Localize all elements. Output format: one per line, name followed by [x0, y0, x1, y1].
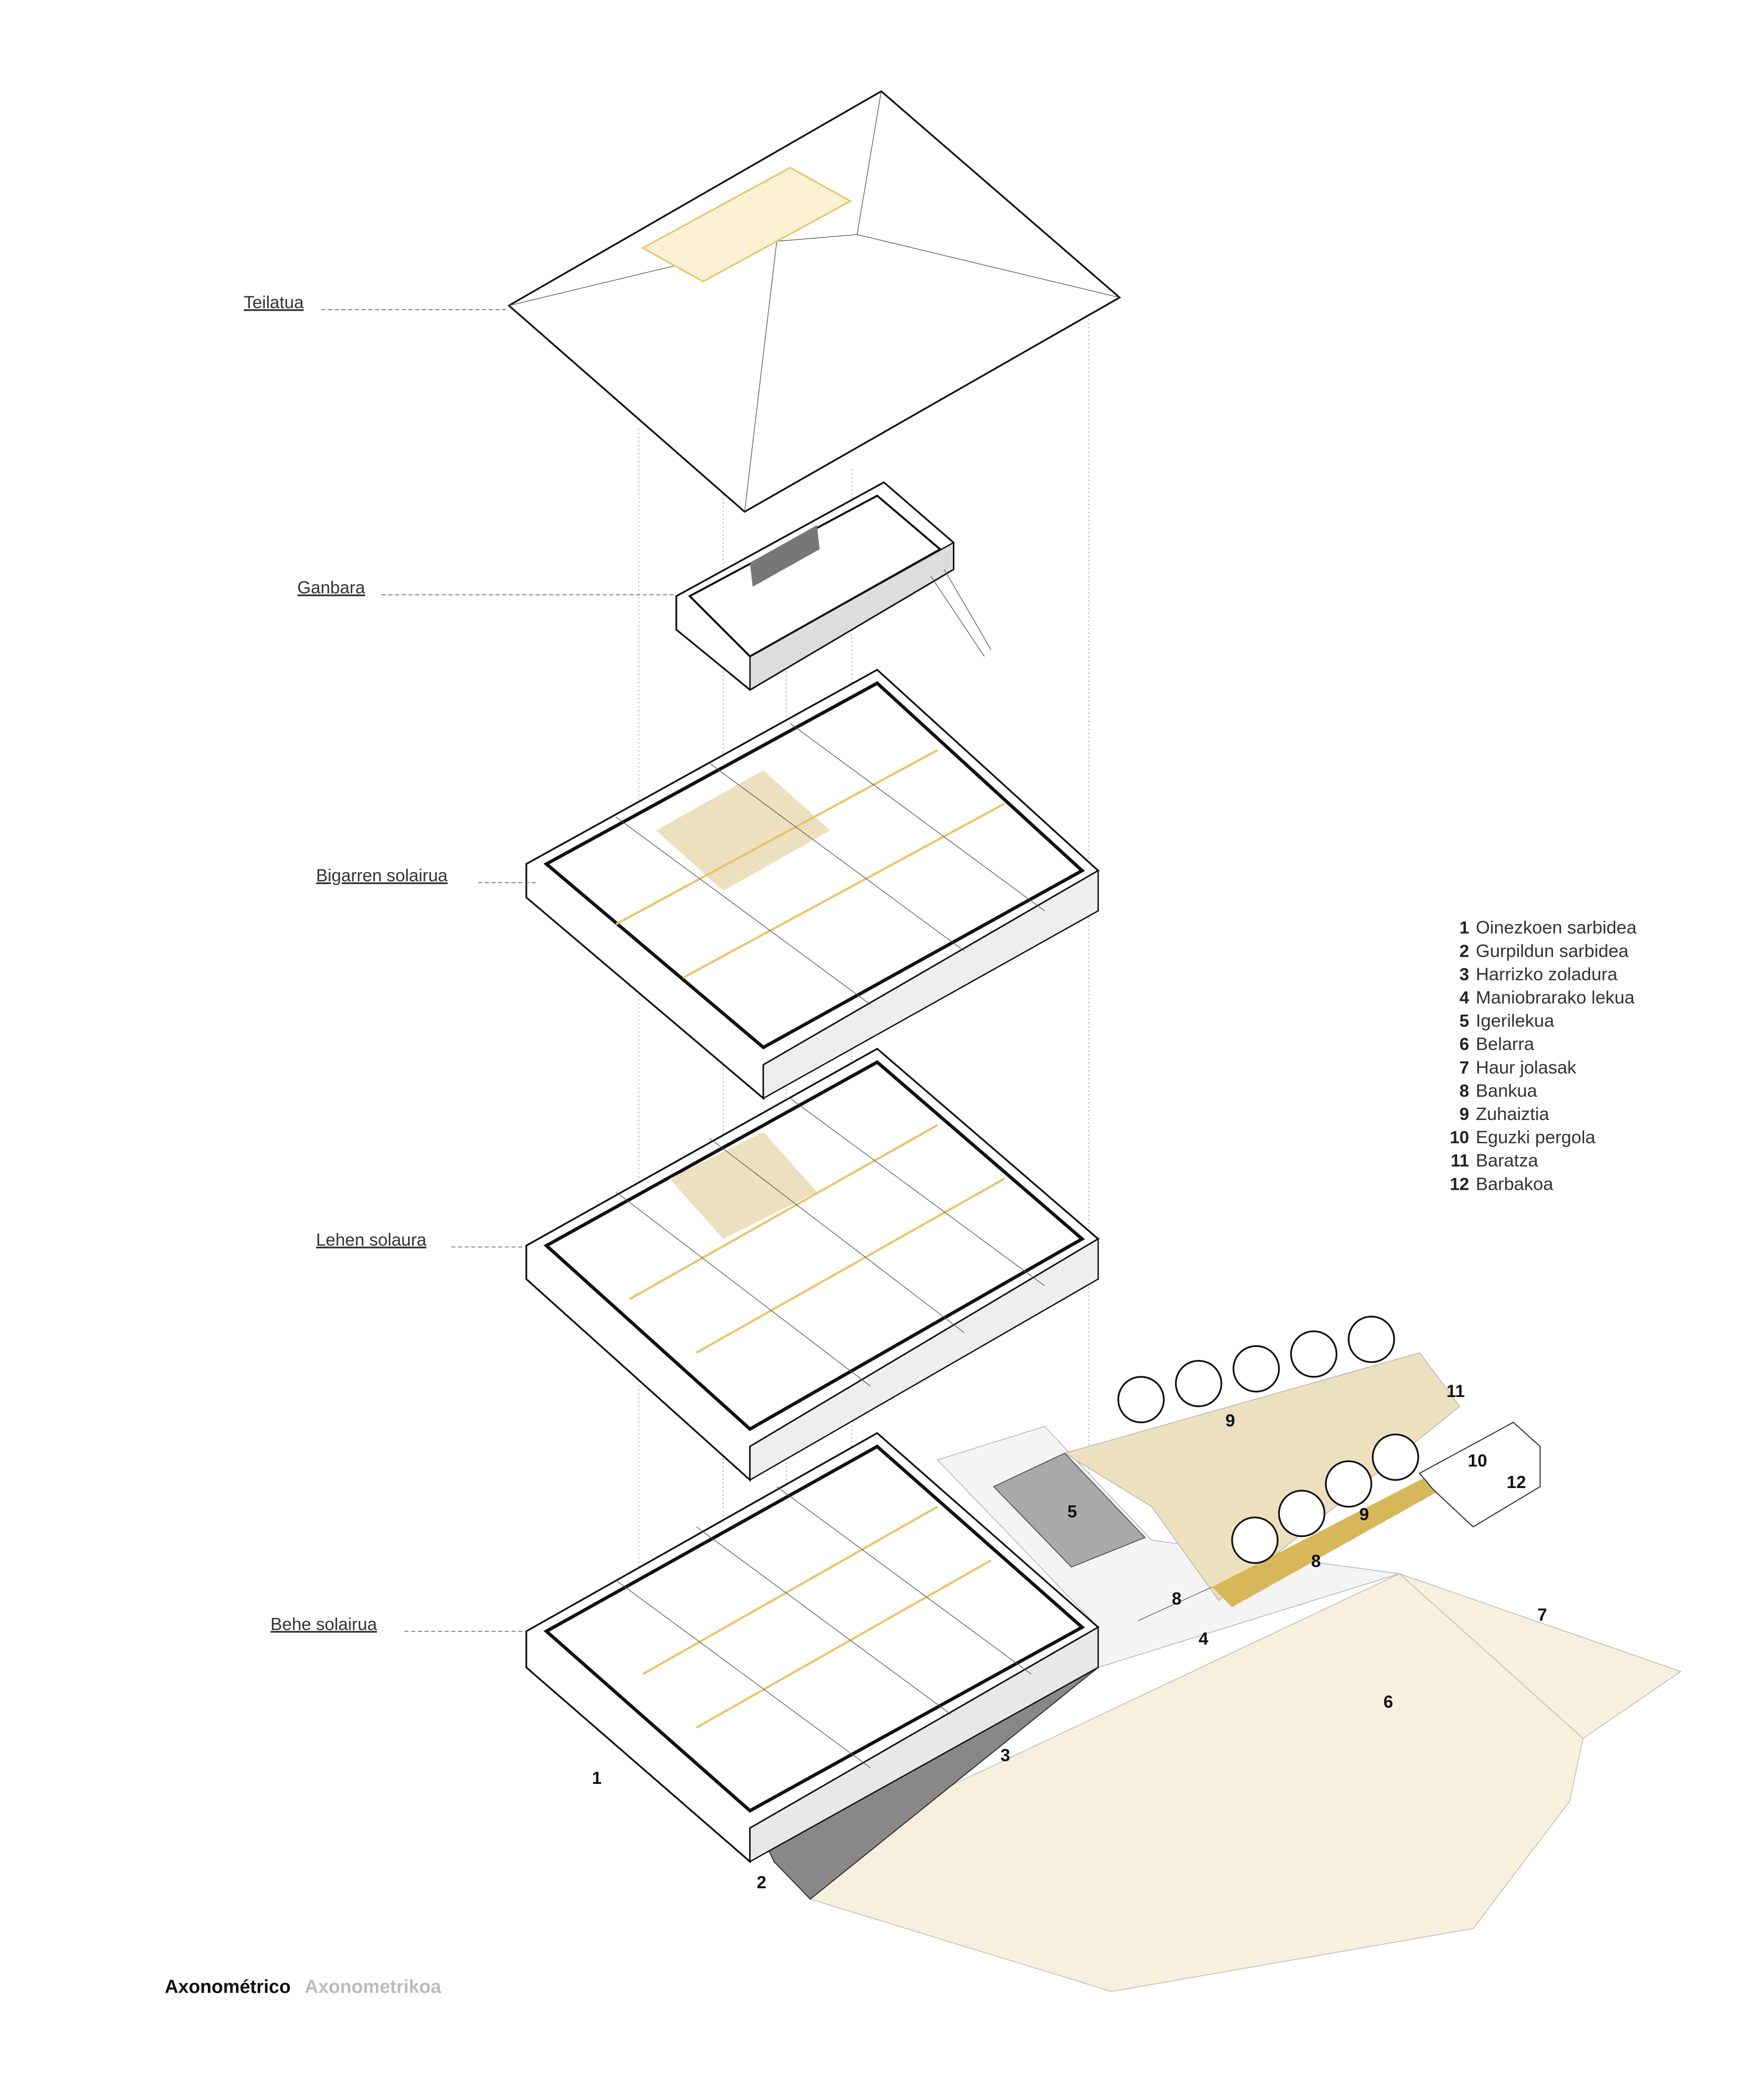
ground-floor	[525, 1432, 1100, 1864]
legend-number: 3	[1459, 965, 1469, 984]
legend-number: 8	[1459, 1081, 1469, 1101]
site-number: 10	[1468, 1451, 1487, 1471]
legend-label: Eguzki pergola	[1476, 1127, 1596, 1147]
site-number: 6	[1383, 1692, 1393, 1712]
site-number: 5	[1067, 1502, 1077, 1521]
level-label-attic: Ganbara	[297, 578, 365, 598]
playground-boundary	[1399, 1573, 1584, 1739]
level-label-roof: Teilatua	[244, 293, 304, 312]
level-label-second-floor: Bigarren solairua	[316, 866, 448, 886]
legend-number: 5	[1459, 1012, 1469, 1031]
legend-number: 11	[1451, 1151, 1469, 1170]
second-floor	[525, 668, 1100, 1100]
site-numbers: 1 2 3 4 5 6 7 8 8 9 9 10 11 12	[592, 1382, 1547, 1892]
legend-number: 1	[1459, 918, 1469, 937]
site-number: 8	[1172, 1589, 1182, 1608]
caption-secondary: Axonometrikoa	[305, 1976, 442, 1997]
site-number: 7	[1538, 1605, 1548, 1625]
bench-strip	[1212, 1473, 1447, 1607]
first-floor	[525, 1047, 1100, 1482]
legend-label: Harrizko zoladura	[1476, 964, 1618, 984]
site-number: 12	[1506, 1473, 1526, 1492]
site-number: 2	[756, 1873, 766, 1892]
legend-label: Igerilekua	[1476, 1011, 1554, 1031]
legend-label: Baratza	[1476, 1150, 1539, 1170]
site-number: 3	[1000, 1746, 1010, 1765]
pool	[992, 1452, 1146, 1568]
legend-label: Haur jolasak	[1476, 1057, 1577, 1077]
site-number: 4	[1199, 1630, 1209, 1649]
legend-number: 6	[1459, 1035, 1469, 1054]
attic	[675, 481, 991, 691]
site-number: 1	[592, 1769, 602, 1788]
site-plan	[756, 1315, 1682, 1992]
level-labels: Teilatua Ganbara Bigarren solairua Lehen…	[244, 293, 676, 1634]
skylight	[641, 166, 852, 282]
legend-label: Barbakoa	[1476, 1173, 1553, 1194]
legend-number: 10	[1450, 1128, 1469, 1147]
legend-label: Zuhaiztia	[1476, 1104, 1550, 1124]
legend-number: 4	[1459, 988, 1469, 1008]
site-number: 11	[1446, 1382, 1464, 1401]
level-label-ground-floor: Behe solairua	[271, 1615, 377, 1634]
level-label-first-floor: Lehen solaura	[316, 1230, 426, 1250]
site-number: 9	[1360, 1505, 1369, 1524]
legend-label: Oinezkoen sarbidea	[1476, 917, 1637, 937]
pergola	[1418, 1421, 1541, 1528]
caption: Axonométrico Axonometrikoa	[165, 1974, 442, 1998]
legend-label: Maniobrarako lekua	[1476, 987, 1635, 1008]
legend-label: Belarra	[1476, 1034, 1534, 1054]
roof	[507, 90, 1122, 513]
legend-number: 7	[1459, 1058, 1469, 1077]
legend-number: 2	[1459, 941, 1469, 961]
site-number: 8	[1311, 1552, 1321, 1571]
trees	[1117, 1315, 1419, 1564]
legend-number: 9	[1459, 1105, 1469, 1124]
legend-label: Bankua	[1476, 1080, 1538, 1101]
legend-number: 12	[1450, 1174, 1469, 1194]
legend-label: Gurpildun sarbidea	[1476, 940, 1629, 961]
caption-main: Axonométrico	[165, 1976, 291, 1997]
site-number: 9	[1225, 1411, 1235, 1430]
grass-area	[789, 1573, 1682, 1992]
